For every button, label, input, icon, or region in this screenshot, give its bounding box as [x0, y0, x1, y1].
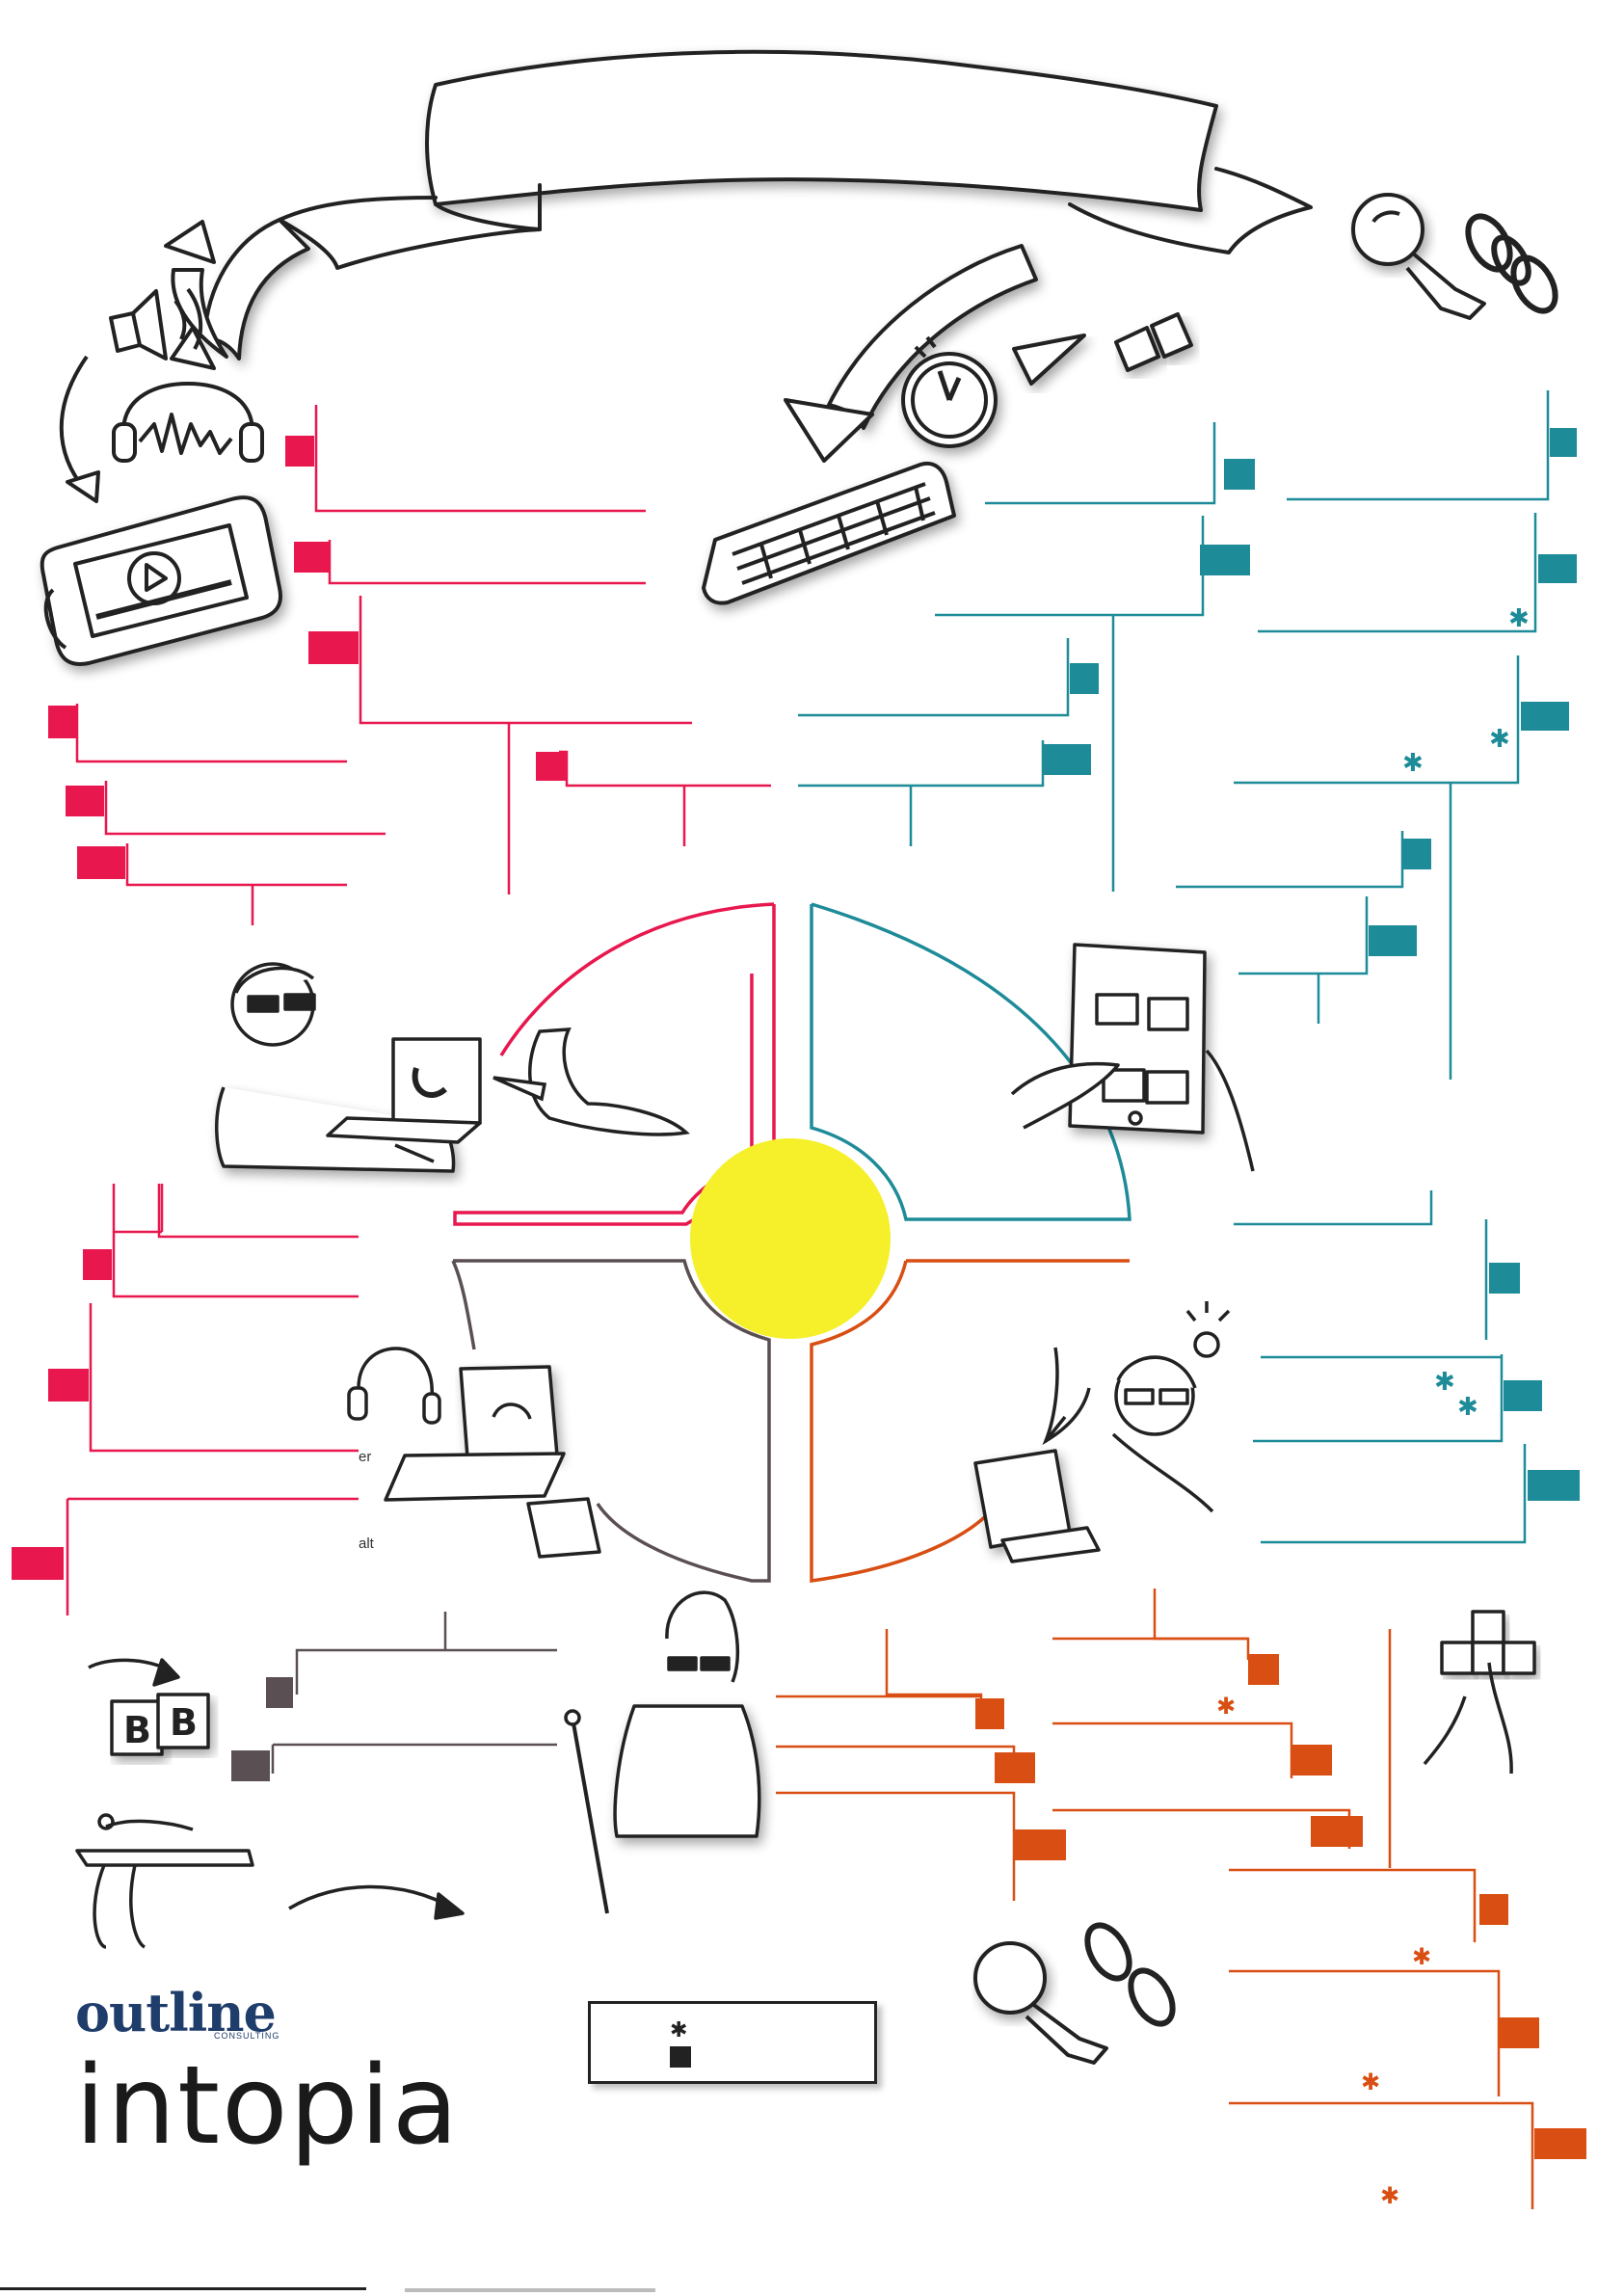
- link-icon: [1465, 213, 1558, 314]
- perceivable-tags: [12, 436, 567, 1580]
- svg-text:✱: ✱: [1434, 1368, 1455, 1397]
- svg-text:✱: ✱: [1361, 2069, 1380, 2096]
- rollercoaster-icon: [75, 1813, 465, 1949]
- fragment-alt: alt: [359, 1535, 374, 1552]
- quadrant-perceivable-arc: [499, 902, 775, 1056]
- touch-tablet-icon: [1010, 943, 1255, 1172]
- legend-symbols: ✱: [670, 2018, 691, 2068]
- arrow-keys-icon: [1423, 1610, 1536, 1775]
- headset-laptop-icon: [347, 1347, 601, 1559]
- intopia-logo: intopia: [75, 2043, 461, 2169]
- perceivable-lines: [66, 405, 771, 1615]
- pause-icon: [1114, 312, 1193, 372]
- svg-text:✱: ✱: [1457, 1393, 1478, 1422]
- svg-text:✱: ✱: [1508, 604, 1530, 633]
- magnifier-icon: [1351, 193, 1486, 320]
- outline-logo-sub: CONSULTING: [214, 2031, 280, 2041]
- keyboard-icon: [702, 462, 956, 605]
- speaker-icon: [109, 287, 203, 360]
- letter-blocks-icon: B B: [88, 1658, 210, 1756]
- quadrant-operable-outline: [810, 902, 1131, 1221]
- fragment-er: er: [359, 1449, 372, 1465]
- headphones-icon: [112, 382, 264, 463]
- footer-faint-text: [405, 2288, 655, 2292]
- svg-text:✱: ✱: [1402, 749, 1424, 778]
- footer-rule: [0, 2287, 366, 2290]
- thinking-user-icon: [973, 1301, 1231, 1563]
- tablet-video-icon: [40, 495, 282, 666]
- square-icon: [670, 2046, 691, 2068]
- banner-icon: [278, 49, 1313, 270]
- quadrant-understandable-left: [451, 1260, 476, 1350]
- svg-text:✱: ✱: [1412, 1943, 1431, 1970]
- asterisk-icon: ✱: [670, 2018, 687, 2042]
- stopwatch-icon: [901, 335, 998, 448]
- play-icon: [1012, 334, 1086, 386]
- operable-tags: [1043, 428, 1580, 1501]
- outline-logo: outline: [75, 1982, 277, 2043]
- blind-user-icon: [215, 962, 482, 1173]
- small-arrow-left-down: [59, 355, 100, 503]
- quadrant-understandable-outline: [453, 1259, 771, 1583]
- speech-bubble-left: [493, 1028, 690, 1136]
- speech-bubble-right: [1042, 1347, 1091, 1446]
- sweep-arrow-left: [170, 218, 310, 370]
- magnifier-link-bottom-icon: [973, 1922, 1176, 2065]
- understandable-lines: [271, 1612, 557, 1774]
- svg-text:B: B: [123, 1709, 151, 1751]
- operable-asterisks: ✱ ✱ ✱ ✱ ✱: [1402, 604, 1530, 1422]
- robust-lines: [776, 1589, 1534, 2209]
- sweep-arrow-right: [784, 244, 1038, 463]
- svg-text:✱: ✱: [1380, 2182, 1399, 2209]
- svg-text:✱: ✱: [1216, 1693, 1236, 1720]
- svg-text:B: B: [170, 1701, 198, 1744]
- cane-user-icon: [564, 1590, 761, 1914]
- center-circle: [690, 1138, 891, 1339]
- svg-text:✱: ✱: [1489, 725, 1510, 754]
- robust-tags: [975, 1654, 1586, 2159]
- robust-asterisks: ✱ ✱ ✱ ✱: [1216, 1693, 1431, 2209]
- legend-box: ✱: [588, 2001, 877, 2084]
- quadrant-robust-outline: [810, 1259, 1130, 1584]
- understandable-tags: [231, 1677, 293, 1781]
